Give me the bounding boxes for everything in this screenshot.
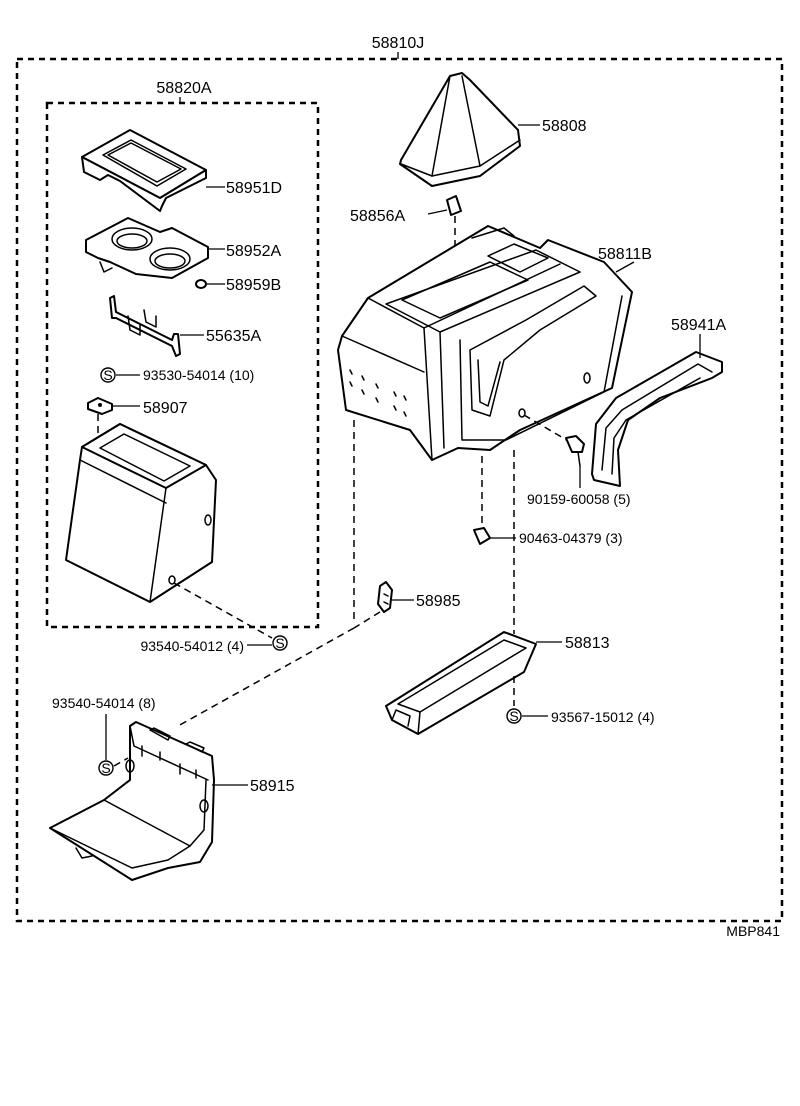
label-93540-54012: 93540-54012 (4) [140, 638, 244, 654]
svg-text:S: S [275, 635, 284, 651]
label-93540-54014: 93540-54014 (8) [52, 695, 156, 711]
label-58907: 58907 [143, 400, 188, 417]
screw-symbol-93567: S [506, 708, 522, 724]
screw-symbol-93530: S [100, 367, 116, 383]
label-90463-04379: 90463-04379 (3) [519, 530, 623, 546]
svg-text:S: S [103, 367, 112, 383]
label-58951D: 58951D [226, 180, 282, 197]
label-93567-15012: 93567-15012 (4) [551, 709, 655, 725]
part-58951D-lid [81, 129, 207, 212]
part-58915-cover [49, 721, 215, 881]
label-58985: 58985 [416, 593, 461, 610]
part-58811B-console [337, 225, 633, 461]
part-58959B-grommet [195, 279, 207, 289]
part-58985-clip [377, 581, 393, 613]
label-58811B: 58811B [598, 246, 652, 263]
label-58808: 58808 [542, 118, 587, 135]
part-console-box [65, 423, 217, 603]
part-58952A-cup-holder [85, 217, 209, 279]
part-55635A-bracket [109, 295, 181, 357]
label-58959B: 58959B [226, 277, 281, 294]
part-58813-tray [385, 631, 537, 735]
label-90159-60058: 90159-60058 (5) [527, 491, 631, 507]
label-58941A: 58941A [671, 317, 726, 334]
part-58856A-clip [446, 195, 462, 216]
subassembly-boundary [45, 101, 320, 629]
screw-symbol-93540-54012: S [272, 635, 288, 651]
part-58941A-trim [591, 351, 723, 487]
part-90159-screw [565, 435, 585, 467]
label-58856A: 58856A [350, 208, 405, 225]
assembly-number-label: 58810J [372, 35, 425, 52]
diagram-code: MBP841 [726, 923, 780, 939]
svg-text:S: S [509, 708, 518, 724]
subassembly-number-label: 58820A [156, 80, 211, 97]
label-58915: 58915 [250, 778, 295, 795]
part-58808-shift-boot [399, 72, 521, 187]
label-58813: 58813 [565, 635, 610, 652]
label-58952A: 58952A [226, 243, 281, 260]
svg-text:S: S [101, 760, 110, 776]
label-93530-54014: 93530-54014 (10) [143, 367, 254, 383]
screw-symbol-93540-54014: S [98, 760, 114, 776]
label-55635A: 55635A [206, 328, 261, 345]
part-90463-clip [473, 527, 491, 545]
part-58907-clip [87, 397, 113, 415]
